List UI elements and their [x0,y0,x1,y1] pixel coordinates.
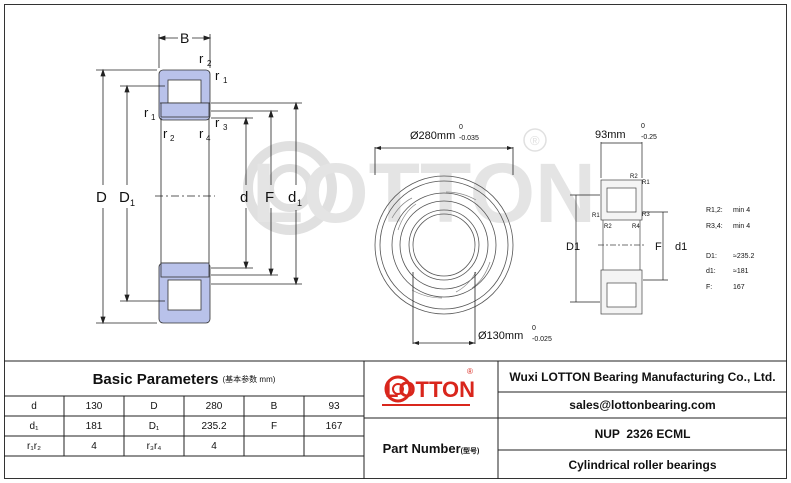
svg-text:D1:: D1: [706,253,717,260]
bearing-type: Cylindrical roller bearings [568,457,717,472]
table-cell: 181 [85,420,103,432]
table-cell: r₁r₂ [27,440,41,452]
right-label-F: F [655,241,662,253]
front-view-drawing [374,146,514,345]
label-d1: d [288,189,296,206]
label-r1-top: r [215,68,220,83]
label-r1-left: r [144,105,149,120]
table-cell: d [31,400,37,412]
svg-text:1: 1 [223,76,228,85]
svg-text:1: 1 [297,198,302,208]
left-section-labels: B r 2 r 1 r 1 r 2 r 4 r 3 D D 1 d F d 1 [96,30,302,208]
svg-text:R3,4:: R3,4: [706,223,723,230]
label-r2-mid: r [163,126,168,141]
table-cell: r₃r₄ [146,440,162,452]
svg-text:2: 2 [207,59,212,68]
inner-diameter: Ø130mm [478,330,523,342]
svg-text:2: 2 [170,134,175,143]
table-cell: 280 [205,400,223,412]
table-cell: d₁ [29,420,39,432]
label-r4: r [199,126,204,141]
label-B: B [180,30,189,46]
svg-text:3: 3 [223,123,228,132]
table-cell: D [150,400,158,412]
outer-diameter: Ø280mm [410,130,455,142]
svg-text:1: 1 [130,198,135,208]
svg-text:167: 167 [733,284,745,291]
svg-text:min 4: min 4 [733,207,750,214]
svg-text:1: 1 [151,113,156,122]
svg-text:-0.035: -0.035 [459,135,479,142]
logo-text: LOTTON [385,377,475,402]
table-cell: 235.2 [201,420,227,432]
watermark: LOTTON ® [243,128,596,240]
svg-text:®: ® [467,367,473,376]
right-section-labels: 93mm 0 -0.25 R2 R1 R1 R3 R2 R4 D1 F d1 [566,123,687,253]
svg-text:R3: R3 [642,212,650,218]
table-cell: 4 [91,440,97,452]
table-cell: 93 [328,400,340,412]
label-d: d [240,189,248,206]
svg-text:0: 0 [532,325,536,332]
svg-text:4: 4 [206,134,211,143]
svg-text:R4: R4 [632,224,640,230]
spec-list: R1,2: min 4 R3,4: min 4 D1: ≈235.2 d1: ≈… [706,207,754,291]
table-cell: D₁ [148,420,160,432]
right-label-D1: D1 [566,241,580,253]
svg-text:min 4: min 4 [733,223,750,230]
label-D1: D [119,189,130,206]
svg-text:-0.25: -0.25 [641,134,657,141]
left-section-drawing [96,34,302,325]
label-F: F [265,189,274,206]
svg-text:≈181: ≈181 [733,268,749,275]
front-view-labels: Ø280mm 0 -0.035 Ø130mm 0 -0.025 [410,124,552,343]
svg-text:-0.025: -0.025 [532,336,552,343]
table-cell: F [270,420,278,432]
svg-text:0: 0 [459,124,463,131]
watermark-text: LOTTON [252,146,596,240]
svg-text:R2: R2 [604,224,612,230]
label-r2: r [199,51,204,66]
width-dimension: 93mm [595,129,626,141]
table-title: Basic Parameters(基本参数 mm) [92,370,276,388]
svg-text:R1,2:: R1,2: [706,207,723,214]
company-name: Wuxi LOTTON Bearing Manufacturing Co., L… [509,370,776,384]
svg-text:0: 0 [641,123,645,130]
label-D: D [96,189,107,206]
svg-text:F:: F: [706,284,712,291]
label-r3: r [215,115,220,130]
table-cell: B [270,400,278,412]
table-cell: 4 [211,440,217,452]
svg-text:R1: R1 [592,213,600,219]
svg-text:≈235.2: ≈235.2 [733,253,754,260]
svg-text:d1:: d1: [706,268,716,275]
lotton-logo: LOTTON ® [382,367,475,406]
part-number-label: Part Number(型号) [382,440,480,456]
part-number-value: NUP 2326 ECML [594,427,691,441]
svg-text:R1: R1 [642,180,650,186]
right-label-d1: d1 [675,241,687,253]
table-cell: 167 [325,420,343,432]
company-email: sales@lottonbearing.com [569,398,716,412]
right-section-drawing [570,142,668,315]
svg-text:R2: R2 [630,174,638,180]
table-cell: 130 [85,400,103,412]
watermark-reg: ® [530,133,540,148]
table-grid [4,360,787,479]
